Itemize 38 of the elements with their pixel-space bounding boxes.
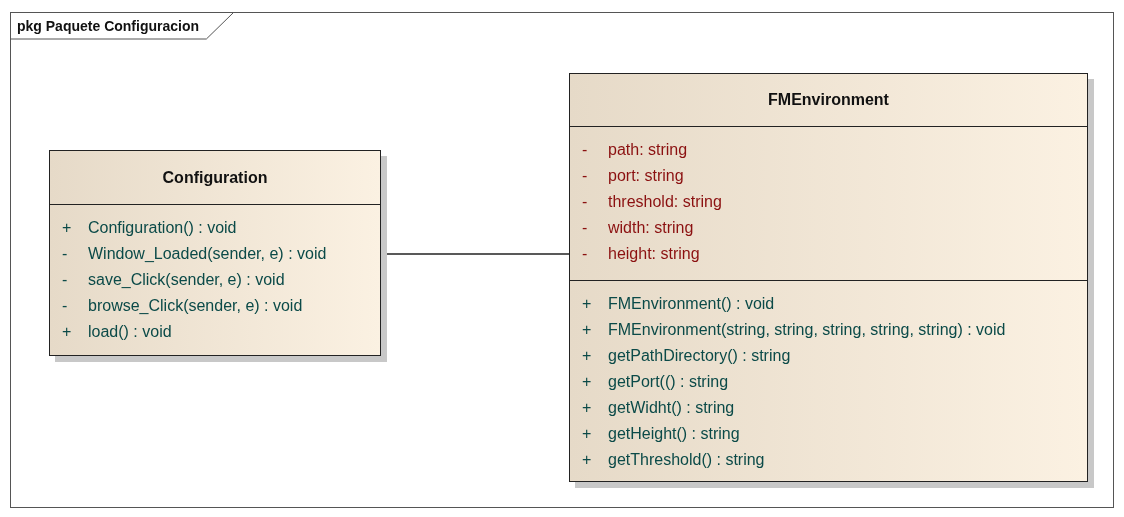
operation-text: getThreshold() : string <box>608 451 765 469</box>
attribute-text: port: string <box>608 166 684 185</box>
attribute-text: width: string <box>608 218 694 237</box>
class-name: FMEnvironment <box>570 74 1087 127</box>
operation-text: Window_Loaded(sender, e) : void <box>88 245 327 263</box>
package-frame <box>10 12 1114 508</box>
visibility-marker: + <box>61 323 73 341</box>
visibility-marker: - <box>581 244 589 263</box>
attribute-text: threshold: string <box>608 192 722 211</box>
visibility-marker: - <box>581 218 589 237</box>
visibility-marker: - <box>581 140 589 159</box>
visibility-marker: + <box>581 451 593 469</box>
visibility-marker: - <box>581 166 589 185</box>
visibility-marker: - <box>581 192 589 211</box>
attribute-text: path: string <box>608 140 688 159</box>
operation-text: load() : void <box>88 323 172 341</box>
operation-text: FMEnvironment(string, string, string, string, string) : void <box>608 321 1006 339</box>
visibility-marker: + <box>581 295 593 313</box>
operation-text: Configuration() : void <box>88 219 237 237</box>
operation-text: FMEnvironment() : void <box>608 295 775 313</box>
operation-text: getPathDirectory() : string <box>608 347 791 365</box>
class-name: Configuration <box>50 151 380 205</box>
visibility-marker: + <box>581 321 593 339</box>
attribute-text: height: string <box>608 244 700 263</box>
operation-text: getWidht() : string <box>608 399 735 417</box>
package-label: pkg Paquete Configuracion <box>11 13 233 39</box>
operation-text: getPort(() : string <box>608 373 729 391</box>
operation-text: getHeight() : string <box>608 425 740 443</box>
visibility-marker: - <box>61 297 69 315</box>
visibility-marker: + <box>581 399 593 417</box>
operation-text: save_Click(sender, e) : void <box>88 271 285 289</box>
visibility-marker: + <box>61 219 73 237</box>
visibility-marker: + <box>581 373 593 391</box>
visibility-marker: - <box>61 271 69 289</box>
visibility-marker: + <box>581 347 593 365</box>
visibility-marker: + <box>581 425 593 443</box>
visibility-marker: - <box>61 245 69 263</box>
operation-text: browse_Click(sender, e) : void <box>88 297 303 315</box>
